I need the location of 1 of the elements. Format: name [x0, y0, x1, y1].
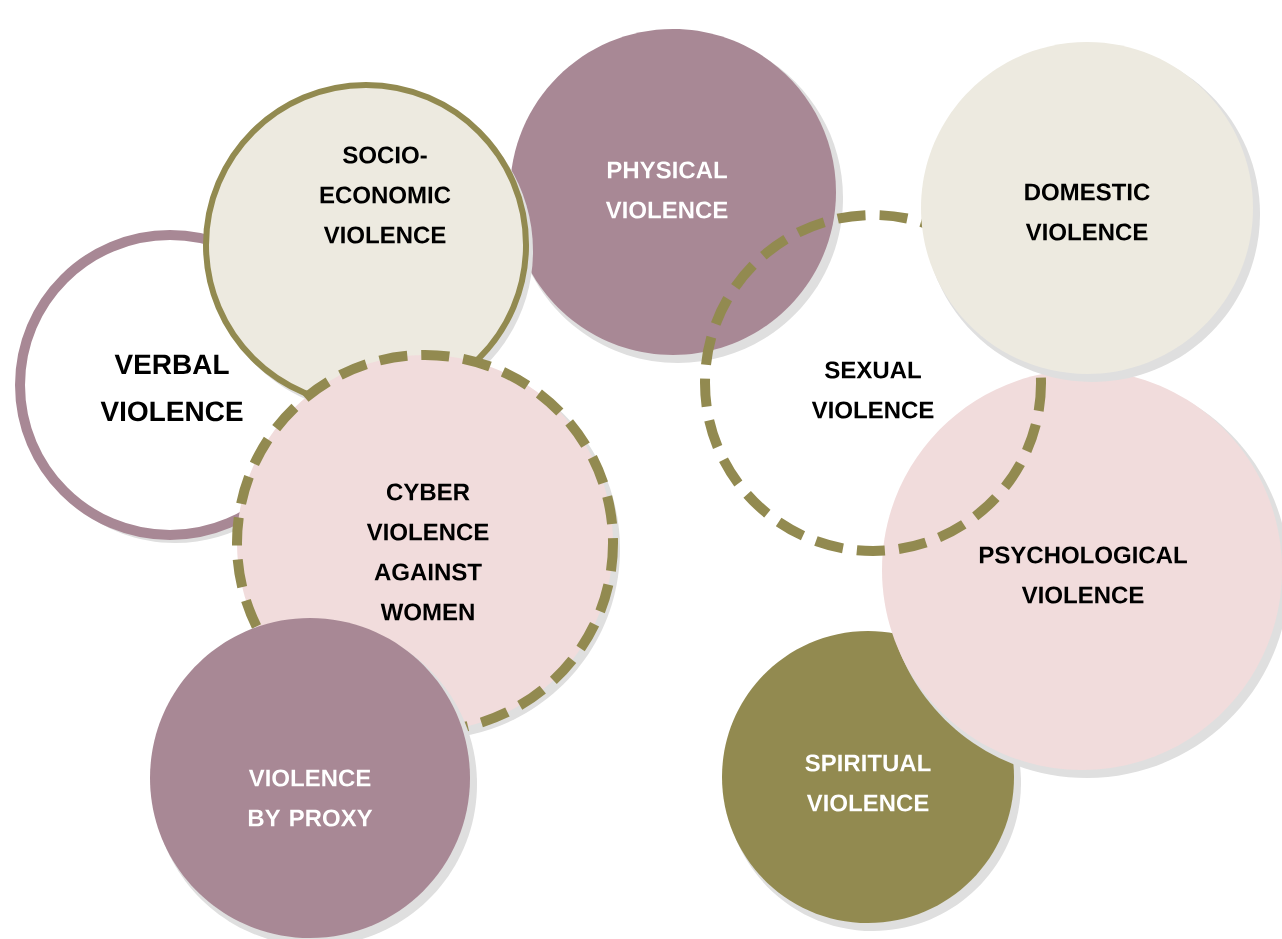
- circle-node: DOMESTIC VIOLENCE: [921, 42, 1260, 382]
